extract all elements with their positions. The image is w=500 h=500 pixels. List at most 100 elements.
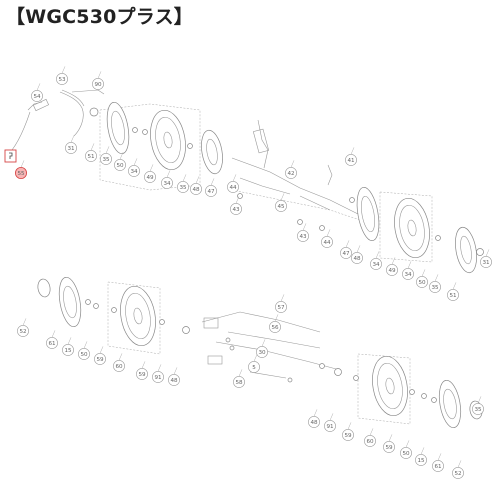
callout-34[interactable]: 34 — [161, 170, 173, 189]
callout-31[interactable]: 31 — [480, 249, 492, 268]
callout-47[interactable]: 47 — [340, 240, 352, 259]
callout-50[interactable]: 50 — [416, 269, 428, 288]
callout-number: 50 — [418, 280, 426, 286]
callout-58[interactable]: 58 — [233, 369, 245, 388]
callout-48[interactable]: 48 — [168, 367, 180, 386]
callout-53[interactable]: 53 — [56, 66, 68, 85]
callout-52[interactable]: 52 — [17, 318, 29, 337]
callout-60[interactable]: 60 — [113, 353, 125, 372]
callout-52[interactable]: 52 — [452, 460, 464, 479]
callout-circle — [233, 376, 245, 388]
leader-line — [405, 440, 410, 448]
part-55-highlight[interactable] — [4, 149, 17, 163]
leader-line — [407, 261, 412, 269]
callout-59[interactable]: 59 — [383, 434, 395, 453]
callout-30[interactable]: 30 — [256, 339, 268, 358]
callout-61[interactable]: 61 — [46, 330, 58, 349]
callout-15[interactable]: 15 — [415, 447, 427, 466]
callout-55[interactable]: 55 — [14, 160, 27, 179]
callout-51[interactable]: 51 — [447, 282, 459, 301]
leader-line — [437, 453, 442, 461]
leader-line — [452, 282, 457, 290]
callout-49[interactable]: 49 — [144, 164, 156, 183]
callout-circle — [14, 166, 27, 179]
callout-35[interactable]: 35 — [100, 146, 112, 165]
callout-number: 58 — [235, 380, 243, 386]
callout-48[interactable]: 48 — [308, 409, 320, 428]
callout-35[interactable]: 35 — [472, 396, 484, 415]
callout-number: 91 — [154, 375, 162, 381]
callout-number: 48 — [353, 256, 361, 262]
callout-number: 57 — [277, 305, 285, 311]
callout-34[interactable]: 34 — [128, 158, 140, 177]
callout-51[interactable]: 51 — [85, 143, 97, 162]
callout-43[interactable]: 43 — [297, 223, 309, 242]
callout-42[interactable]: 42 — [285, 160, 297, 179]
page-title: 【WGC530プラス】 — [6, 6, 193, 28]
leader-line — [388, 434, 393, 442]
callout-54[interactable]: 54 — [31, 83, 43, 102]
callout-number: 47 — [207, 189, 215, 195]
callout-circle — [416, 276, 428, 288]
callout-circle — [429, 281, 441, 293]
callout-59[interactable]: 59 — [136, 361, 148, 380]
callout-circle — [297, 230, 309, 242]
leader-line — [149, 164, 154, 172]
leader-line — [99, 346, 104, 354]
callout-circle — [342, 429, 354, 441]
callout-15[interactable]: 15 — [62, 337, 74, 356]
callout-31[interactable]: 31 — [65, 135, 77, 154]
callout-49[interactable]: 49 — [386, 257, 398, 276]
callout-circle — [85, 150, 97, 162]
callout-circle — [136, 368, 148, 380]
callout-number: 31 — [67, 146, 75, 152]
callout-number: 49 — [146, 175, 154, 181]
callout-91[interactable]: 91 — [152, 364, 164, 383]
callout-number: 90 — [94, 82, 102, 88]
leader-line — [20, 160, 25, 168]
callout-circle — [351, 252, 363, 264]
leader-line — [90, 143, 95, 151]
callout-34[interactable]: 34 — [402, 261, 414, 280]
callout-number: 60 — [115, 364, 123, 370]
callout-59[interactable]: 59 — [94, 346, 106, 365]
callout-number: 43 — [299, 234, 307, 240]
callout-35[interactable]: 35 — [429, 274, 441, 293]
leader-line — [195, 176, 200, 184]
callout-56[interactable]: 56 — [269, 314, 281, 333]
callout-circle — [383, 441, 395, 453]
callout-number: 34 — [404, 272, 412, 278]
callout-50[interactable]: 50 — [114, 152, 126, 171]
callout-48[interactable]: 48 — [351, 245, 363, 264]
leader-line — [173, 367, 178, 375]
height-adjuster-assembly — [231, 119, 361, 231]
callout-43[interactable]: 43 — [230, 196, 242, 215]
leader-line — [477, 396, 482, 404]
callout-44[interactable]: 44 — [321, 229, 333, 248]
callout-circle — [94, 353, 106, 365]
callout-34[interactable]: 34 — [370, 251, 382, 270]
callout-48[interactable]: 48 — [190, 176, 202, 195]
callout-44[interactable]: 44 — [227, 174, 239, 193]
callout-41[interactable]: 41 — [345, 147, 357, 166]
callout-91[interactable]: 91 — [324, 413, 336, 432]
lower-right-wheel-group — [334, 353, 483, 429]
callout-35[interactable]: 35 — [177, 174, 189, 193]
callout-circle — [62, 344, 74, 356]
callout-number: 91 — [326, 424, 334, 430]
callout-50[interactable]: 50 — [400, 440, 412, 459]
callout-45[interactable]: 45 — [275, 193, 287, 212]
callout-90[interactable]: 90 — [92, 71, 104, 90]
leader-line — [182, 174, 187, 182]
callout-number: 34 — [163, 181, 171, 187]
callout-47[interactable]: 47 — [205, 178, 217, 197]
callout-50[interactable]: 50 — [78, 341, 90, 360]
callout-circle — [161, 177, 173, 189]
callout-57[interactable]: 57 — [275, 294, 287, 313]
callout-5[interactable]: 5 — [248, 354, 260, 373]
leader-line — [326, 229, 331, 237]
callout-61[interactable]: 61 — [432, 453, 444, 472]
callout-59[interactable]: 59 — [342, 422, 354, 441]
callout-60[interactable]: 60 — [364, 428, 376, 447]
callout-circle — [269, 321, 281, 333]
